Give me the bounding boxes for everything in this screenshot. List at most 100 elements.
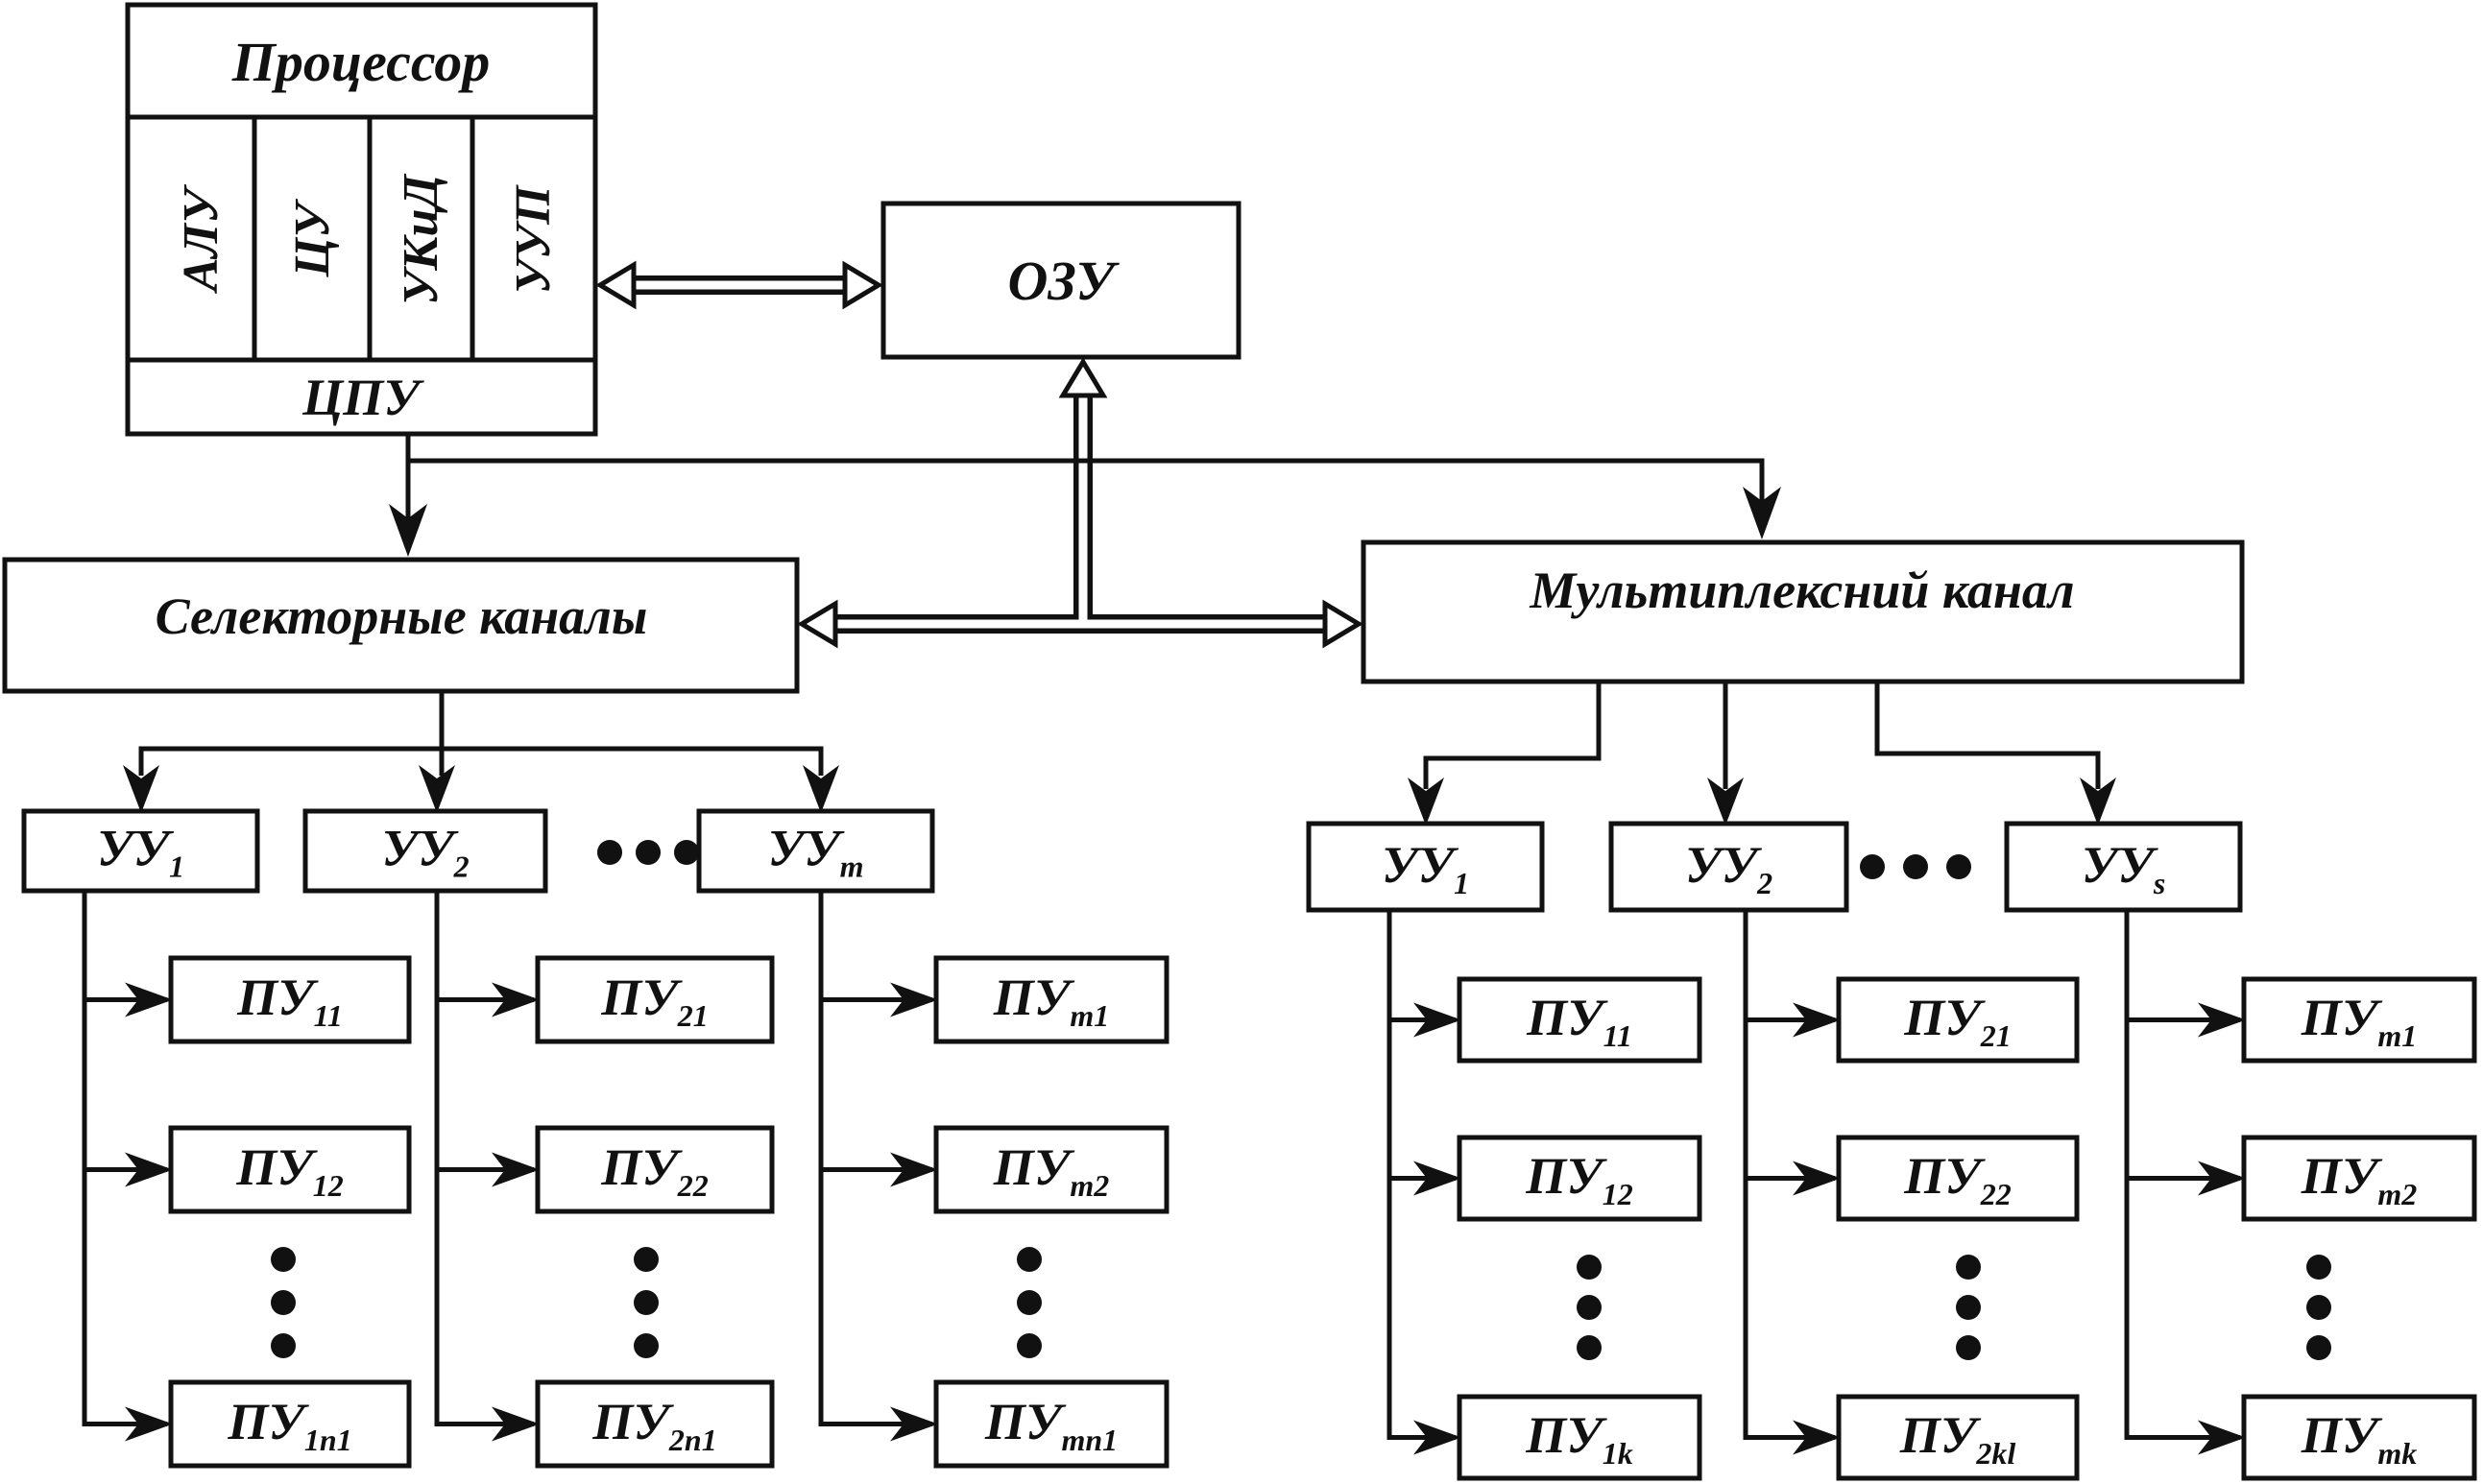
device-arrowhead	[890, 1406, 938, 1442]
peripheral-label-base: ПУ	[2301, 1406, 2383, 1464]
peripheral-box	[1457, 1394, 1702, 1481]
controller-box	[1306, 821, 1545, 913]
ukid-label: УКиД	[394, 174, 448, 305]
ellipsis-dot	[1017, 1247, 1042, 1272]
peripheral-label: ПУm1	[2301, 989, 2417, 1053]
peripheral-label-subscript: m2	[1070, 1168, 1109, 1203]
controller-label-base: УУ	[381, 819, 459, 876]
controller-box	[302, 808, 548, 894]
controller-label: УУ2	[381, 819, 469, 883]
peripheral-label-base: ПУ	[1525, 1147, 1607, 1205]
peripheral-label: ПУ22	[1903, 1147, 2012, 1211]
peripheral-label-base: ПУ	[227, 1393, 309, 1450]
tree-bus	[138, 746, 824, 776]
controller-label-base: УУ	[1685, 836, 1763, 894]
peripheral-box	[2241, 1135, 2477, 1222]
device-spine	[2124, 910, 2240, 1440]
device-spine	[434, 891, 534, 1426]
control-arrowhead	[389, 504, 427, 557]
controller-label-base: УУ	[767, 819, 845, 876]
selector-channel-block: Селекторные каналы	[2, 557, 800, 694]
peripheral-box	[1836, 1135, 2080, 1222]
bus-arrowhead	[797, 599, 838, 649]
ellipsis-dot	[271, 1290, 296, 1315]
ellipsis-dot	[1577, 1295, 1602, 1320]
peripheral-label: ПУ1k	[1525, 1406, 1633, 1471]
peripheral-label: ПУmn1	[984, 1393, 1118, 1457]
controller-arrowhead	[803, 765, 839, 813]
peripheral-label-subscript: 1k	[1603, 1436, 1633, 1471]
ellipsis-dot	[2306, 1335, 2331, 1360]
ellipsis-dot	[2306, 1255, 2331, 1280]
ellipsis-dot	[1017, 1333, 1042, 1358]
multiplex-channel-frame	[1361, 539, 2245, 684]
processor-title: Процессор	[231, 31, 490, 93]
ellipsis-dot	[1017, 1290, 1042, 1315]
tree-bus	[1423, 682, 1602, 789]
device-arrowhead	[492, 1152, 540, 1187]
controller-label-subscript: 2	[1756, 866, 1772, 900]
peripheral-box	[2241, 976, 2477, 1064]
peripheral-label-base: ПУ	[1525, 1406, 1607, 1464]
controller-label: УУ1	[1382, 836, 1469, 900]
ellipsis-dot	[634, 1333, 659, 1358]
device-arrowhead	[125, 1152, 173, 1187]
peripheral-label-base: ПУ	[236, 969, 319, 1026]
controller-box	[696, 808, 935, 894]
peripheral-label-base: ПУ	[1899, 1406, 1982, 1464]
peripheral-label-base: ПУ	[1526, 989, 1608, 1046]
processor-block: Процессор АЛУ ЦУ УКиД УУП ЦПУ	[125, 2, 598, 437]
data-bus	[595, 260, 1363, 649]
device-arrowhead	[125, 1406, 173, 1442]
peripheral-label-subscript: 22	[1980, 1177, 2012, 1211]
ellipsis-dot	[634, 1290, 659, 1315]
peripheral-box	[535, 1379, 775, 1469]
peripheral-box	[168, 1379, 412, 1469]
controller-arrowhead	[1707, 778, 1744, 826]
ellipsis-dot	[2306, 1295, 2331, 1320]
peripheral-label-subscript: 21	[677, 998, 709, 1033]
uup-label: УУП	[506, 184, 561, 294]
peripheral-label: ПУm2	[993, 1138, 1109, 1203]
tree-bus	[1874, 682, 2101, 789]
ellipsis-dot	[674, 840, 699, 865]
device-arrowhead	[2198, 1161, 2246, 1196]
peripheral-label-subscript: 12	[313, 1168, 344, 1203]
selector-channel-label: Селекторные каналы	[156, 587, 648, 645]
controller-label: УУs	[2082, 836, 2166, 900]
peripheral-label: ПУ21	[1903, 989, 2012, 1053]
device-arrowhead	[2198, 1420, 2246, 1455]
device-arrowhead	[1413, 1161, 1461, 1196]
device-arrowhead	[125, 982, 173, 1017]
controller-label-subscript: m	[840, 849, 864, 883]
bus-arrowhead	[1058, 357, 1108, 398]
peripheral-label-subscript: 11	[1603, 1018, 1632, 1053]
peripheral-label-base: ПУ	[2301, 1147, 2383, 1205]
controller-label-subscript: 2	[453, 849, 470, 883]
peripheral-label-base: ПУ	[600, 969, 683, 1026]
peripheral-label-subscript: 21	[1980, 1018, 2012, 1053]
bus-arrowhead	[595, 260, 637, 310]
controller-box	[21, 808, 260, 894]
peripheral-box	[1836, 976, 2080, 1064]
peripheral-label-base: ПУ	[1903, 989, 1986, 1046]
device-spine	[82, 891, 167, 1426]
peripheral-label-base: ПУ	[600, 1138, 683, 1196]
device-arrowhead	[2198, 1002, 2246, 1038]
peripheral-label-subscript: 12	[1603, 1177, 1633, 1211]
ram-label: ОЗУ	[1008, 250, 1121, 312]
peripheral-box	[933, 1125, 1169, 1214]
controller-label: УУm	[767, 819, 863, 883]
peripheral-label: ПУ12	[1525, 1147, 1633, 1211]
peripheral-box	[933, 955, 1169, 1044]
ellipsis-dot	[636, 840, 661, 865]
ellipsis-dot	[1860, 854, 1885, 879]
ellipsis-dot	[1577, 1335, 1602, 1360]
multiplex-tree: УУ1ПУ11ПУ12ПУ1kУУ2ПУ21ПУ22ПУ2klУУsПУm1ПУ…	[1306, 682, 2477, 1481]
peripheral-box	[2241, 1394, 2477, 1481]
peripheral-label-base: ПУ	[235, 1138, 318, 1196]
device-arrowhead	[1793, 1420, 1841, 1455]
bus-arrowhead	[1322, 599, 1363, 649]
peripheral-box	[1457, 976, 1702, 1064]
